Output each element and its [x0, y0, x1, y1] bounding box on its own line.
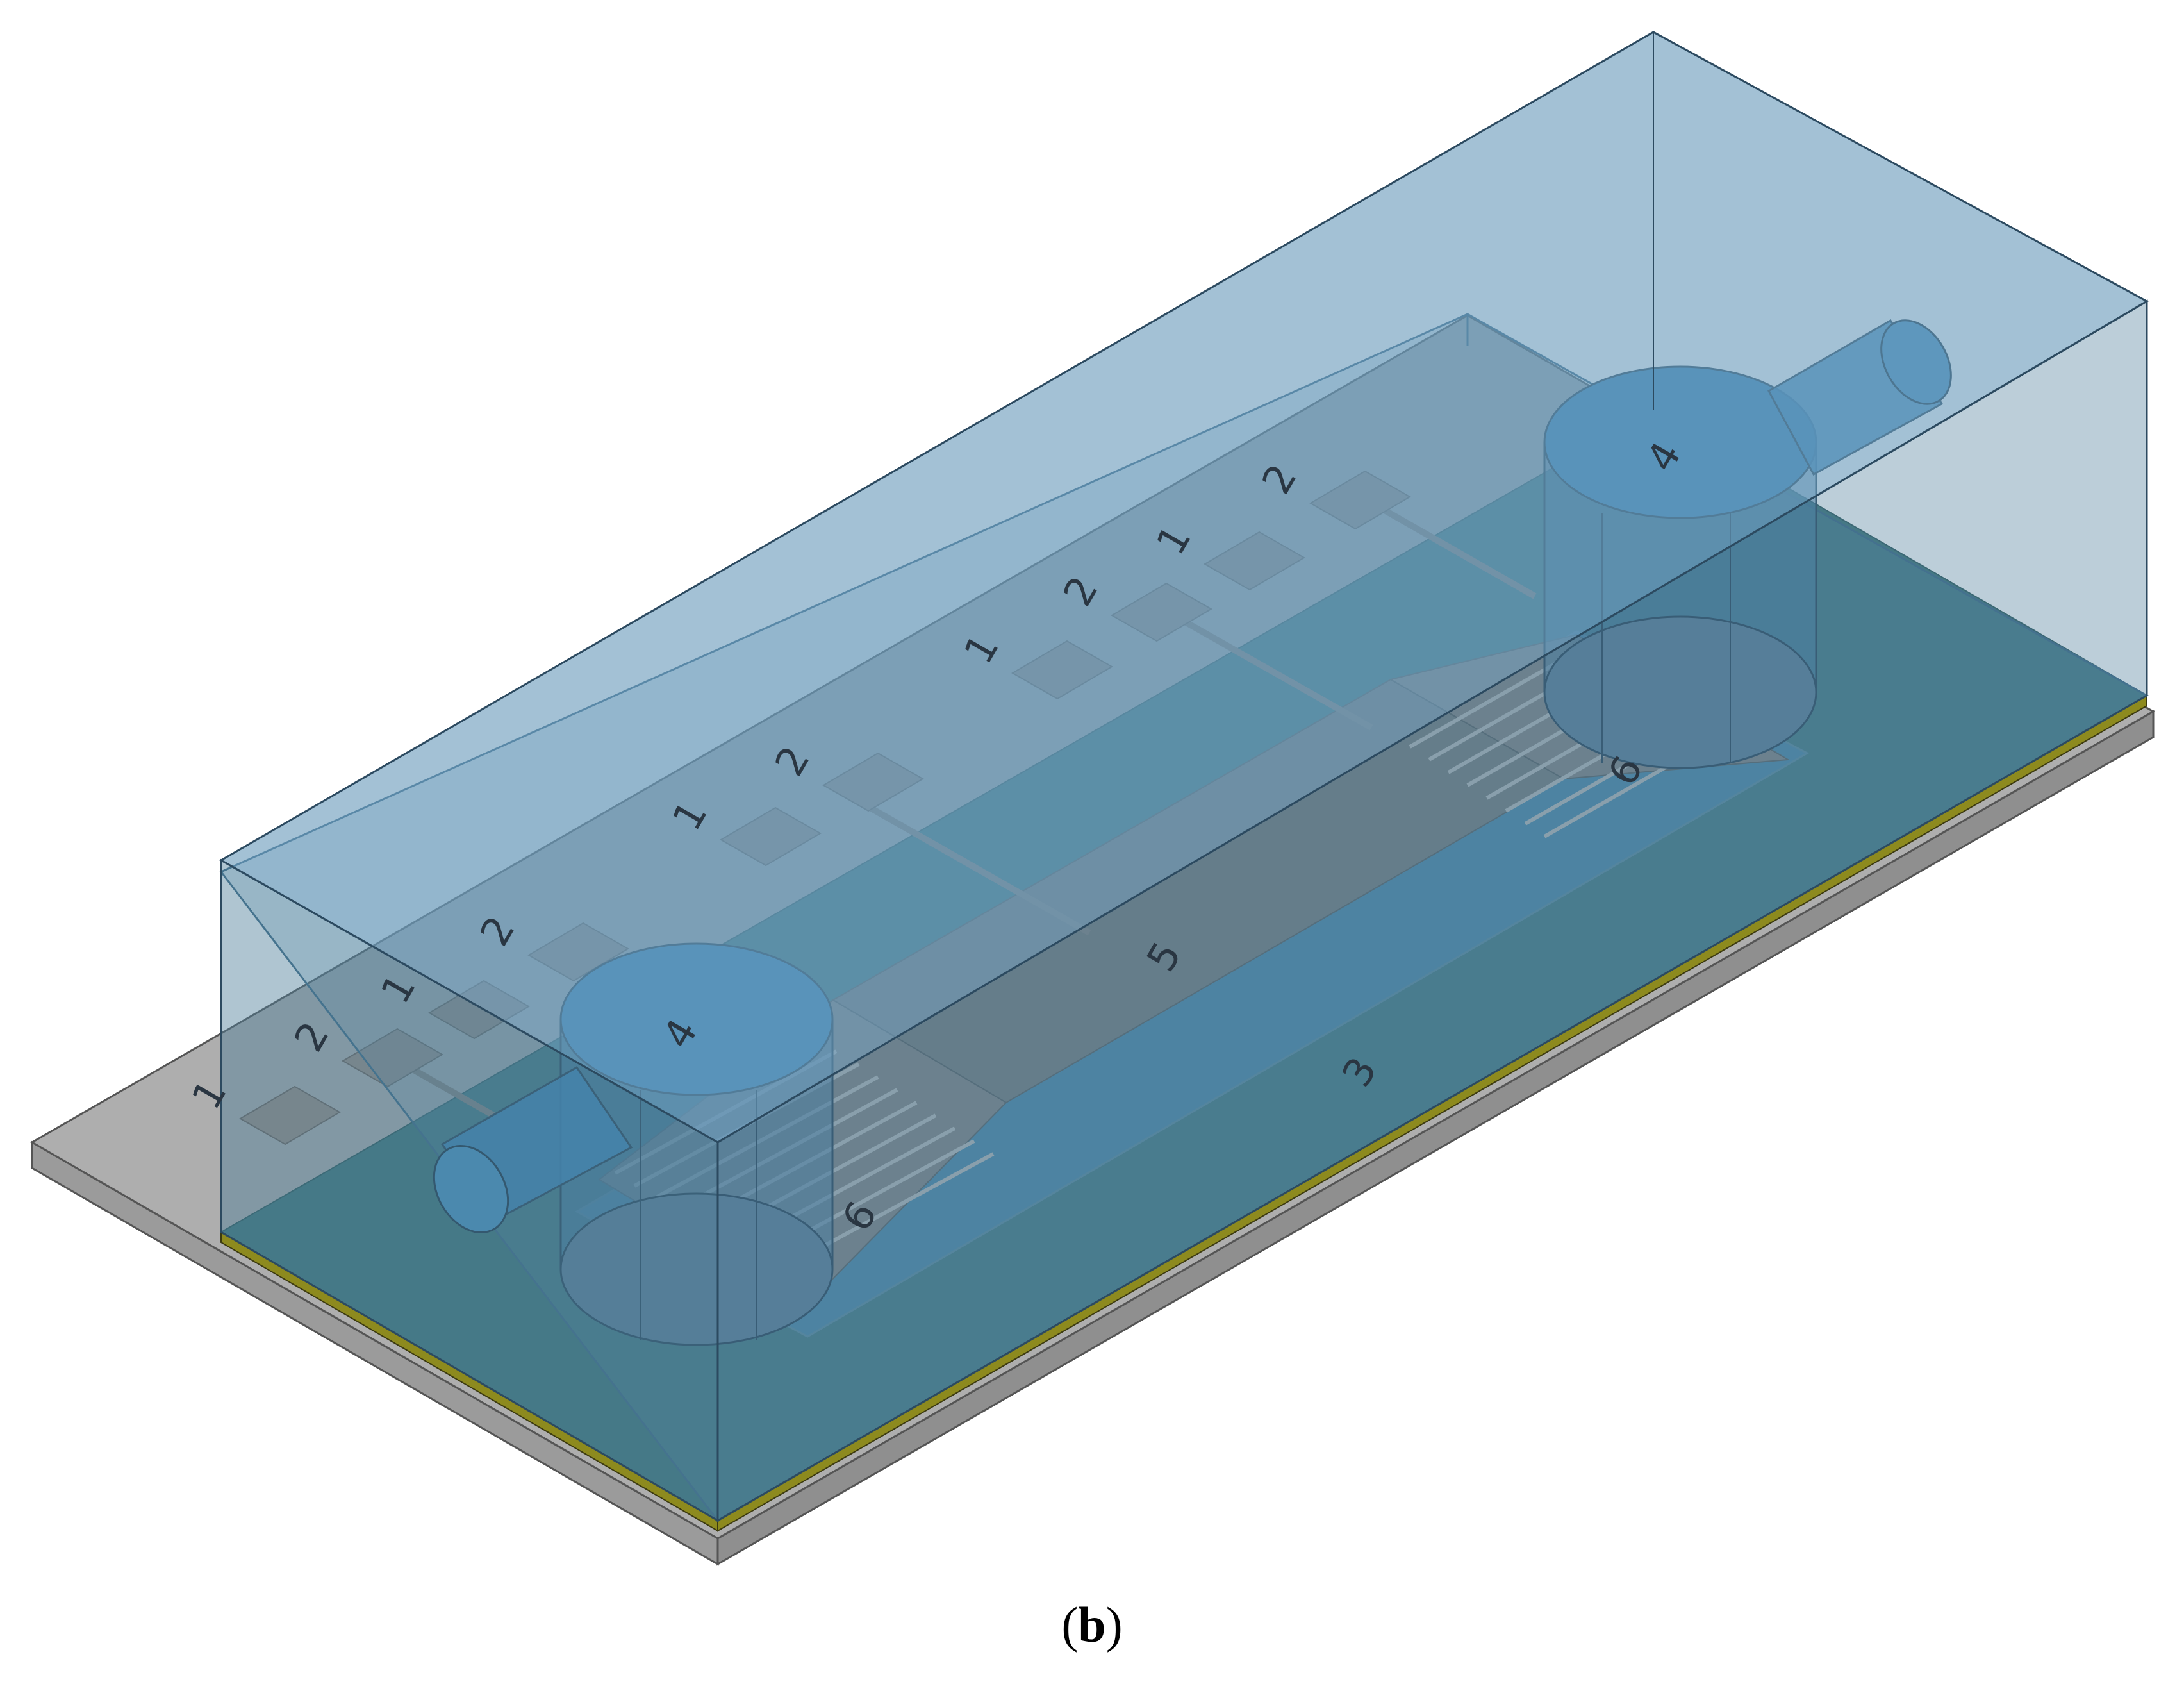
tube-left — [433, 1066, 633, 1234]
caption-close-paren: ) — [1105, 1597, 1123, 1653]
figure-caption: (b) — [0, 1596, 2184, 1654]
enclosure — [219, 31, 2149, 1522]
caption-letter: b — [1078, 1597, 1106, 1653]
enclosure-right — [716, 299, 2148, 1522]
caption-open-paren: ( — [1061, 1597, 1079, 1653]
